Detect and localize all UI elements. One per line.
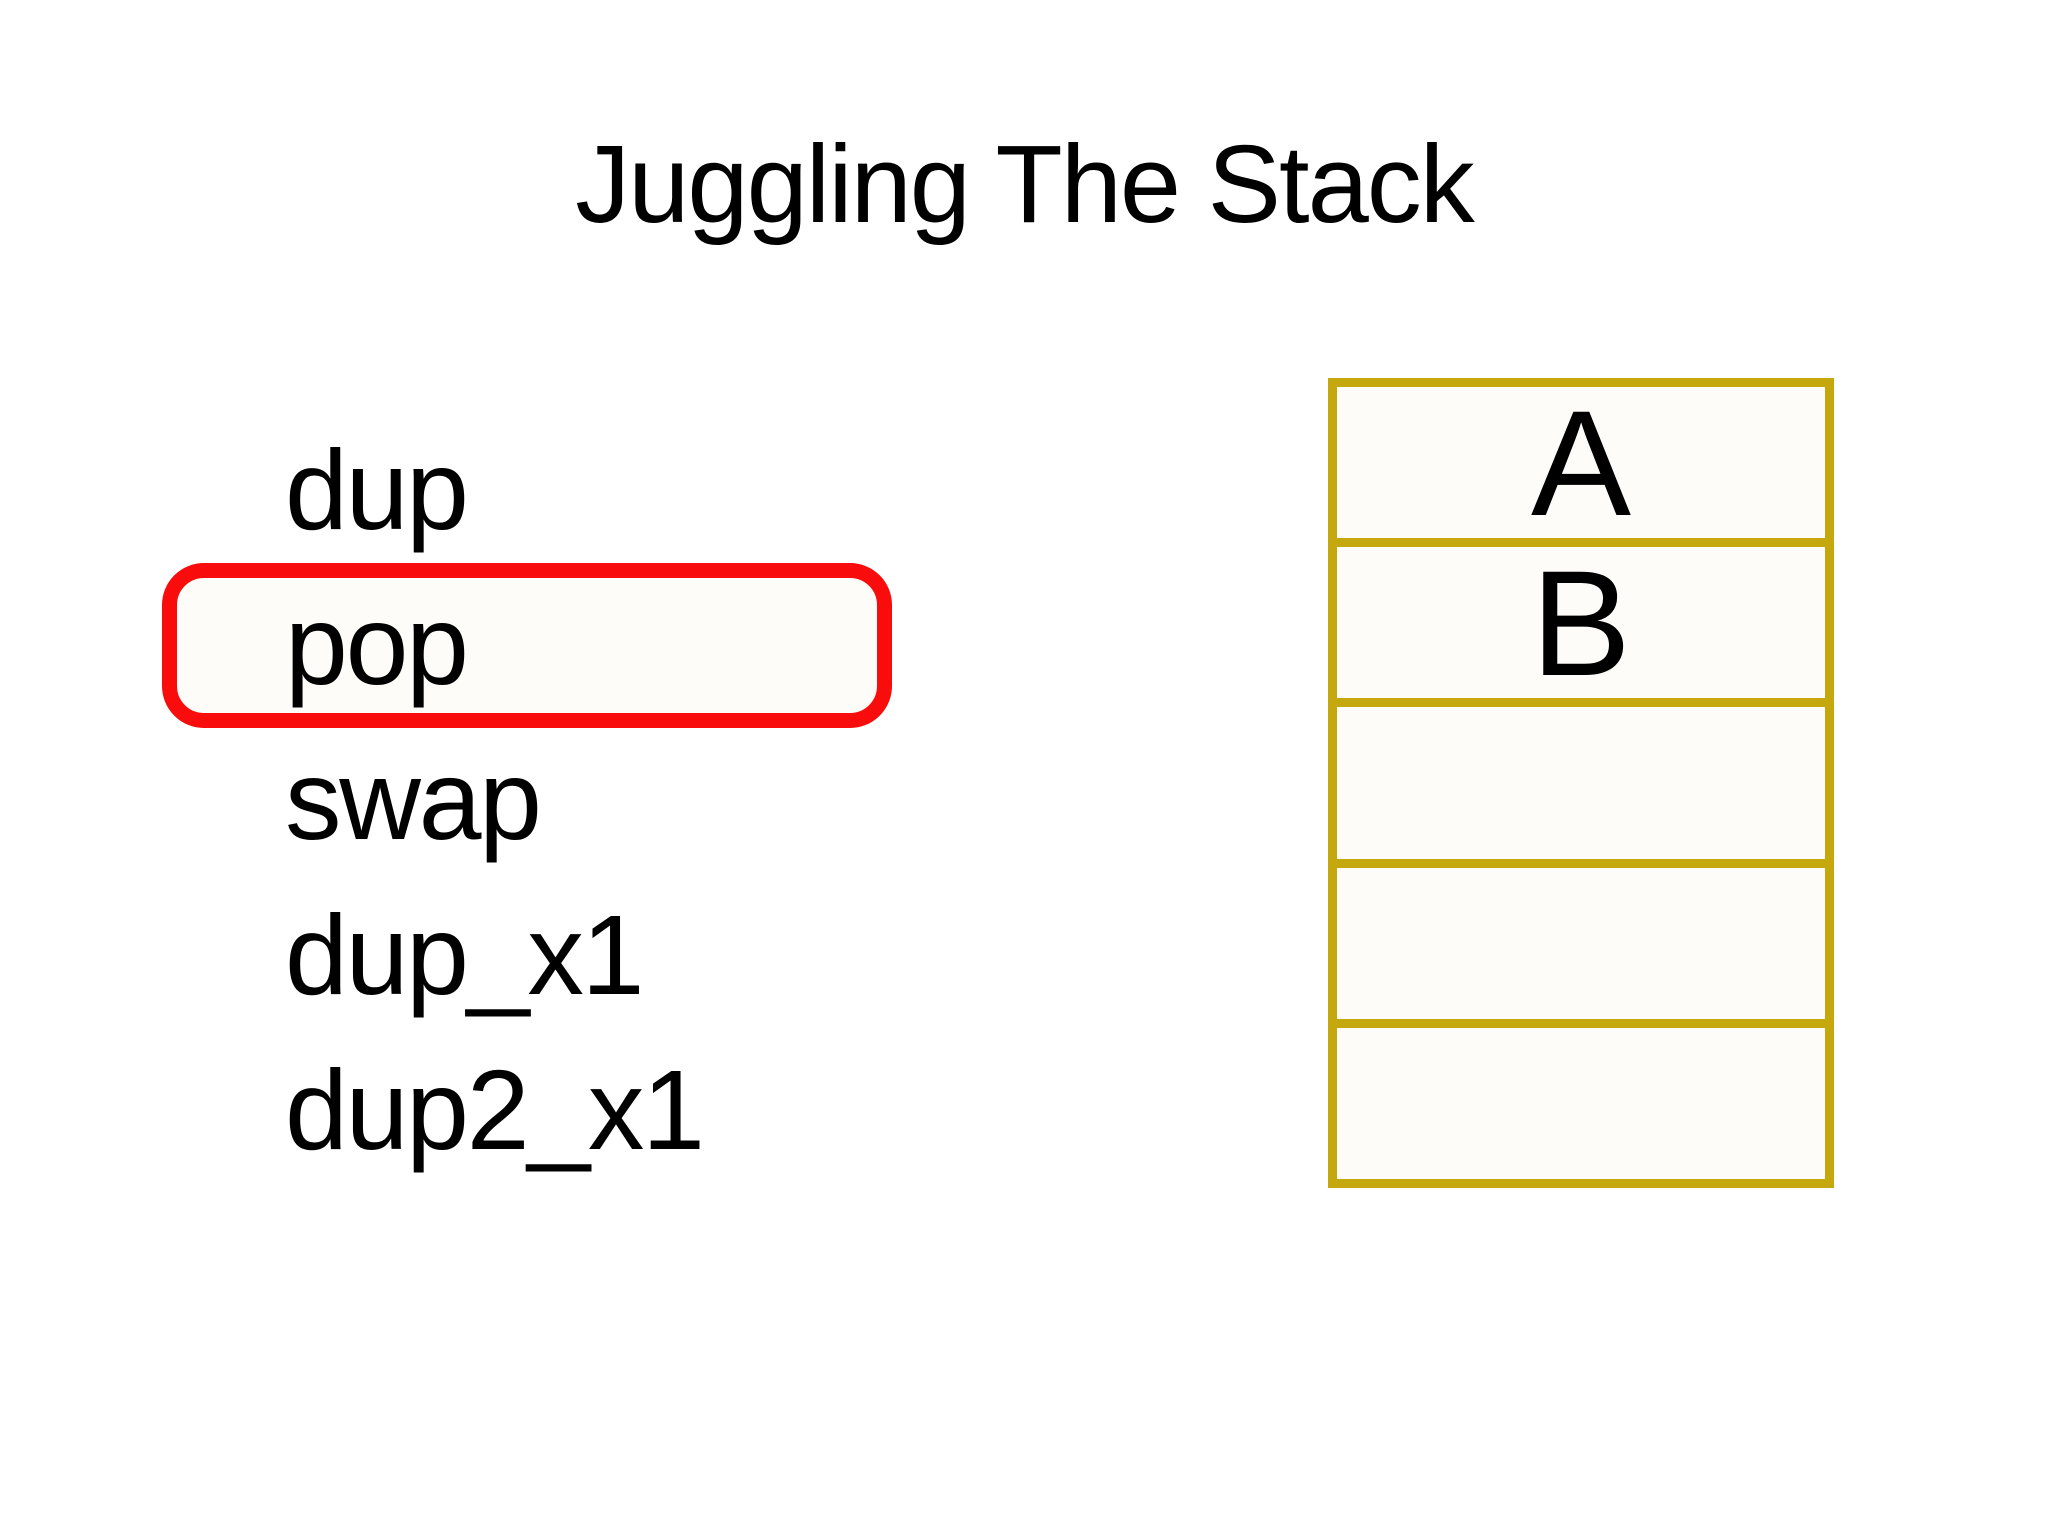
stack-cell-0: A — [1337, 387, 1825, 539]
operation-dup2-x1: dup2_x1 — [285, 1047, 705, 1173]
operation-pop: pop — [285, 582, 469, 708]
slide-title: Juggling The Stack — [575, 123, 1475, 246]
stack-cell-4 — [1337, 1018, 1825, 1180]
operation-dup-x1: dup_x1 — [285, 892, 644, 1018]
stack-cell-3 — [1337, 858, 1825, 1019]
stack-cell-2 — [1337, 698, 1825, 859]
operation-swap: swap — [285, 737, 542, 863]
stack-cell-1: B — [1337, 538, 1825, 699]
highlight-box — [162, 563, 892, 728]
operations-list: dup pop swap dup_x1 dup2_x1 — [285, 413, 705, 1188]
stack-diagram: A B — [1328, 378, 1834, 1188]
operation-dup: dup — [285, 427, 469, 553]
